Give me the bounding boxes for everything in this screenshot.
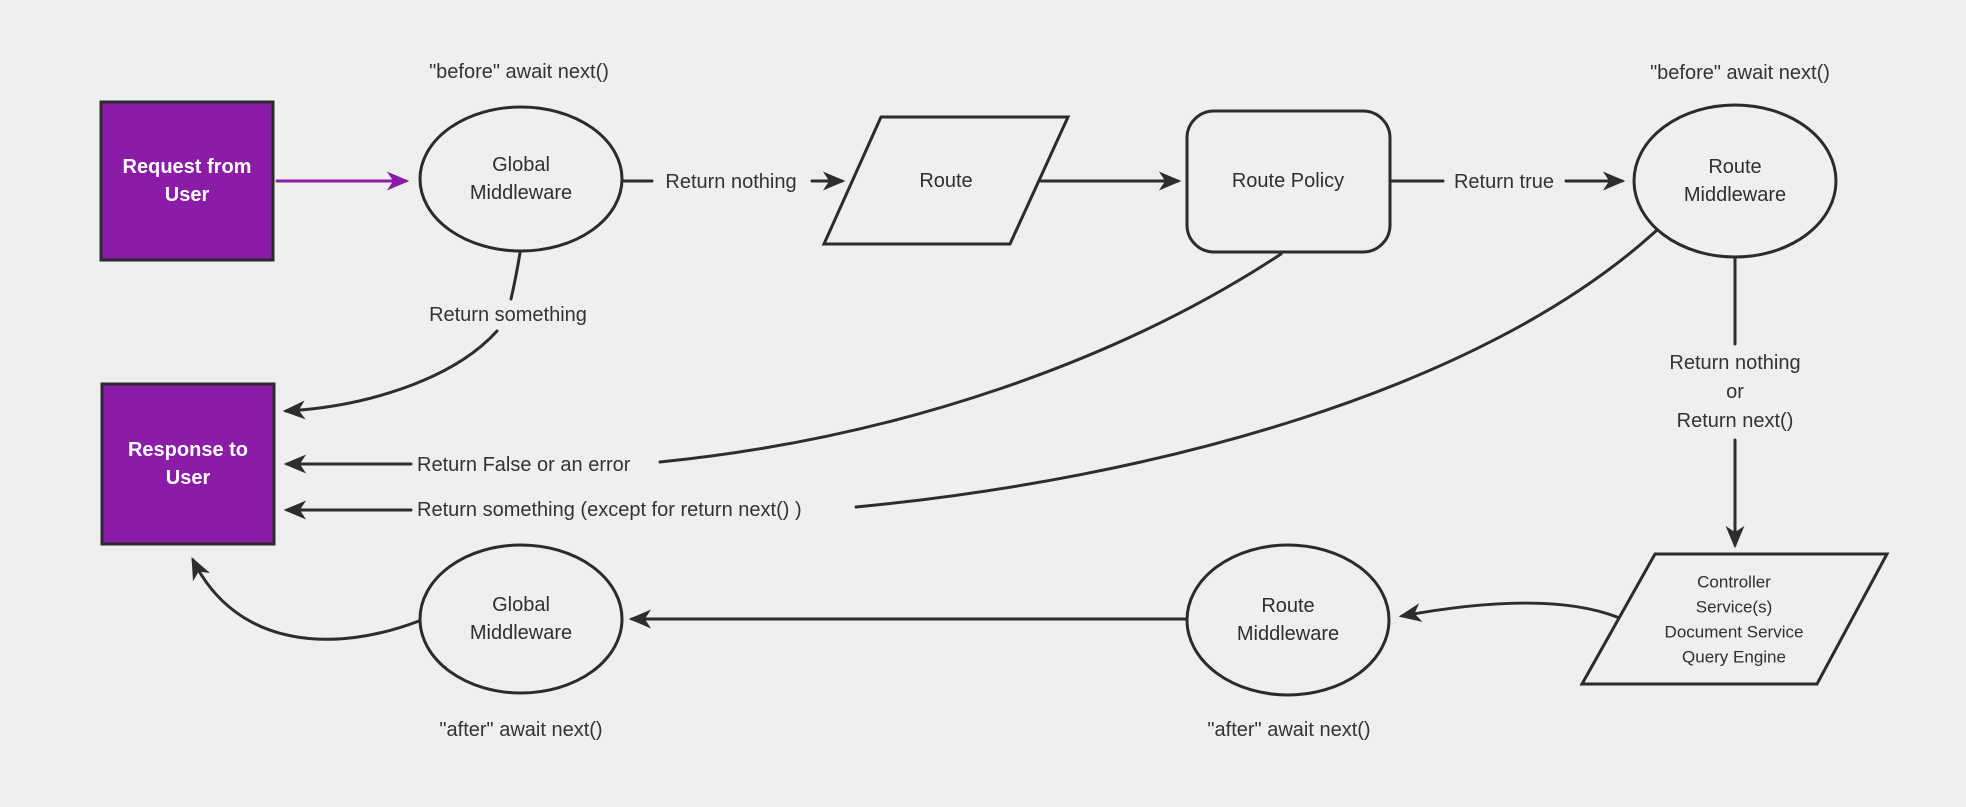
edge-route-policy-return-false-a xyxy=(658,252,1283,464)
controller-services-label-line4: Query Engine xyxy=(1682,648,1786,667)
edge-route-middleware-return-something-a xyxy=(854,228,1659,509)
node-request-from-user: Request from User xyxy=(99,100,275,262)
route-middleware-top-ellipse xyxy=(1632,103,1838,259)
node-controller-services: Controller Service(s) Document Service Q… xyxy=(1579,552,1890,686)
route-middleware-bottom-ellipse xyxy=(1185,543,1391,697)
controller-services-parallelogram xyxy=(1579,552,1890,686)
label-return-something-except: Return something (except for return next… xyxy=(417,499,802,521)
node-response-to-user: Response to User xyxy=(100,382,276,546)
node-route-middleware-bottom: Route Middleware xyxy=(1185,543,1391,697)
annotation-before-await-right: "before" await next() xyxy=(1650,62,1830,84)
node-route: Route xyxy=(821,115,1071,246)
edge-global-middleware-return-something-b xyxy=(282,329,499,420)
route-policy-box xyxy=(1185,109,1392,254)
node-global-middleware-bottom: Global Middleware xyxy=(418,543,624,695)
request-from-user-box xyxy=(99,100,275,262)
label-return-nothing-or-line2: or xyxy=(1726,381,1744,403)
controller-services-label-line3: Document Service xyxy=(1665,623,1804,642)
route-middleware-top-label-line2: Middleware xyxy=(1684,184,1786,206)
route-policy-label: Route Policy xyxy=(1232,170,1344,192)
global-middleware-top-ellipse xyxy=(418,105,624,253)
response-to-user-box xyxy=(100,382,276,546)
annotation-after-await-left: "after" await next() xyxy=(439,719,602,741)
response-to-user-label-line1: Response to xyxy=(128,439,248,461)
node-route-middleware-top: Route Middleware xyxy=(1632,103,1838,259)
annotation-after-await-right: "after" await next() xyxy=(1207,719,1370,741)
label-return-nothing-or-line3: Return next() xyxy=(1677,410,1794,432)
route-middleware-top-label-line1: Route xyxy=(1708,156,1761,178)
global-middleware-bottom-ellipse xyxy=(418,543,624,695)
edge-global-middleware-bottom-to-response xyxy=(191,556,421,641)
label-return-nothing: Return nothing xyxy=(665,171,796,193)
annotation-before-await-left: "before" await next() xyxy=(429,61,609,83)
controller-services-label-line2: Service(s) xyxy=(1696,598,1773,617)
edge-controller-to-route-middleware-bottom xyxy=(1398,601,1619,622)
global-middleware-top-label-line1: Global xyxy=(492,154,550,176)
node-global-middleware-top: Global Middleware xyxy=(418,105,624,253)
node-route-policy: Route Policy xyxy=(1185,109,1392,254)
request-from-user-label-line1: Request from xyxy=(123,156,252,178)
label-return-something: Return something xyxy=(429,304,587,326)
response-to-user-label-line2: User xyxy=(166,467,211,489)
global-middleware-bottom-label-line2: Middleware xyxy=(470,622,572,644)
label-return-false-or-error: Return False or an error xyxy=(417,454,631,476)
edge-global-middleware-return-something-a xyxy=(509,251,522,301)
global-middleware-bottom-label-line1: Global xyxy=(492,594,550,616)
label-return-nothing-or-line1: Return nothing xyxy=(1669,352,1800,374)
controller-services-label-line1: Controller xyxy=(1697,573,1771,592)
route-middleware-bottom-label-line1: Route xyxy=(1261,595,1314,617)
global-middleware-top-label-line2: Middleware xyxy=(470,182,572,204)
route-parallelogram xyxy=(821,115,1071,246)
route-label: Route xyxy=(919,170,972,192)
label-return-true: Return true xyxy=(1454,171,1554,193)
request-from-user-label-line2: User xyxy=(165,184,210,206)
route-middleware-bottom-label-line2: Middleware xyxy=(1237,623,1339,645)
